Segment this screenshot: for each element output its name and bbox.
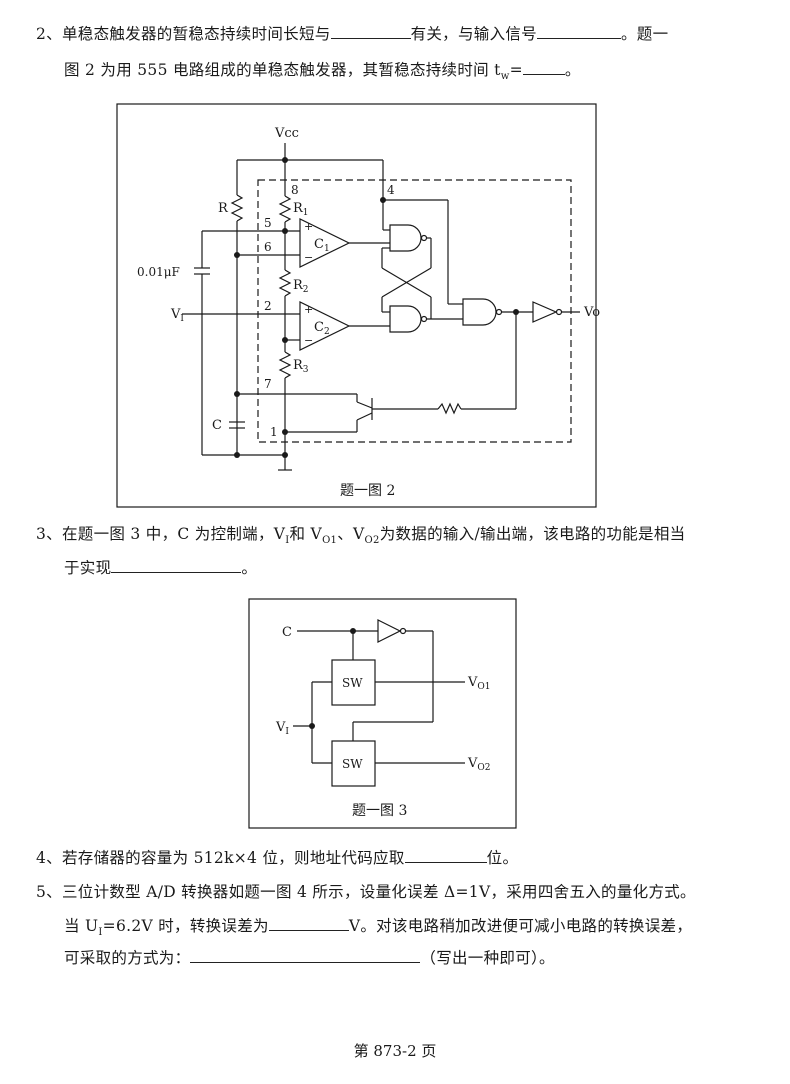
nand-gate-3 xyxy=(462,298,497,326)
label-plus: + xyxy=(304,303,313,316)
label-vi: VI xyxy=(275,720,289,737)
label-r2: R2 xyxy=(293,278,309,295)
label-c1: C1 xyxy=(314,237,330,254)
question-3-line-1: 3、在题一图 3 中，C 为控制端，VI和 VO1、VO2为数据的输入/输出端，… xyxy=(36,522,685,546)
label-sw-2: SW xyxy=(342,757,363,771)
label-c2: C2 xyxy=(314,320,330,337)
question-text: 。 xyxy=(241,559,258,577)
subscript: w xyxy=(500,71,510,83)
comparator-c2 xyxy=(299,301,351,351)
question-text: 若存储器的容量为 512k×4 位，则地址代码应取 xyxy=(61,849,405,867)
output-inverter xyxy=(532,301,558,323)
inverter xyxy=(377,619,402,643)
figure-2-555-monostable: Vcc R R1 R2 R3 0.01μF VI C Vo + − C1 + −… xyxy=(116,103,600,508)
label-minus: − xyxy=(304,251,313,264)
question-5-line-3: 可采取的方式为： （写出一种即可）。 xyxy=(64,946,555,968)
subscript: O2 xyxy=(364,535,380,547)
question-4: 4、若存储器的容量为 512k×4 位，则地址代码应取 位。 xyxy=(36,846,518,868)
resistor-r xyxy=(230,194,244,222)
question-5-line-2: 当 UI=6.2V 时，转换误差为 V。对该电路稍加改进便可减小电路的转换误差， xyxy=(64,914,692,938)
label-vi: VI xyxy=(170,307,184,324)
label-vo1: VO1 xyxy=(467,675,491,692)
question-text: 。题一 xyxy=(620,25,669,43)
question-text: 于实现 xyxy=(64,559,112,577)
question-2-line-1: 2、单稳态触发器的暂稳态持续时间长短与 有关，与输入信号 。题一 xyxy=(36,22,668,44)
question-number: 5、 xyxy=(36,883,62,901)
question-text: 、V xyxy=(337,525,365,543)
answer-blank[interactable] xyxy=(404,848,487,863)
question-text: 有关，与输入信号 xyxy=(410,25,537,43)
question-text: V。对该电路稍加改进便可减小电路的转换误差， xyxy=(348,917,693,935)
label-plus: + xyxy=(304,220,313,233)
figure-frame xyxy=(116,103,597,508)
nand-gate-1 xyxy=(389,224,422,252)
answer-blank[interactable] xyxy=(111,558,242,573)
question-number: 2、 xyxy=(36,25,62,43)
label-r: R xyxy=(218,201,229,216)
question-3-line-2: 于实现 。 xyxy=(64,556,257,578)
figure-frame xyxy=(248,598,517,829)
answer-blank[interactable] xyxy=(330,24,411,39)
question-text: 单稳态触发器的暂稳态持续时间长短与 xyxy=(61,25,331,43)
label-vcc: Vcc xyxy=(274,126,299,141)
question-text: 图 2 为用 555 电路组成的单稳态触发器，其暂稳态持续时间 t xyxy=(64,61,501,79)
pin-6: 6 xyxy=(264,240,272,254)
pin-4: 4 xyxy=(387,183,395,197)
subscript: I xyxy=(98,927,103,939)
label-c: C xyxy=(212,418,222,433)
resistor-r2 xyxy=(278,269,292,297)
pin-5: 5 xyxy=(264,216,272,230)
question-text: =6.2V 时，转换误差为 xyxy=(102,917,269,935)
label-minus: − xyxy=(304,334,313,347)
label-0.01uf: 0.01μF xyxy=(137,265,180,279)
question-text: 当 U xyxy=(64,917,99,935)
page-number: 第 873-2 页 xyxy=(353,1042,437,1060)
question-text: 为数据的输入/输出端，该电路的功能是相当 xyxy=(379,525,686,543)
resistor-r3 xyxy=(278,351,292,379)
comparator-c1 xyxy=(299,218,351,268)
label-r3: R3 xyxy=(293,358,309,375)
pin-7: 7 xyxy=(264,377,272,391)
question-text: 在题一图 3 中，C 为控制端，V xyxy=(61,525,286,543)
label-vo: Vo xyxy=(583,305,600,320)
label-c: C xyxy=(282,625,292,640)
label-r1: R1 xyxy=(293,201,309,218)
figure-3-switch-circuit: C VI SW SW VO1 VO2 题一图 3 xyxy=(248,598,517,829)
label-vo2: VO2 xyxy=(467,756,491,773)
resistor-r1 xyxy=(278,195,292,223)
question-text: = xyxy=(509,61,523,79)
answer-blank[interactable] xyxy=(522,60,565,75)
question-2-line-2: 图 2 为用 555 电路组成的单稳态触发器，其暂稳态持续时间 tw= 。 xyxy=(64,58,581,82)
question-text: 可采取的方式为： xyxy=(64,949,191,967)
figure-3-caption: 题一图 3 xyxy=(352,803,407,819)
figure-2-caption: 题一图 2 xyxy=(340,483,395,499)
question-text: 三位计数型 A/D 转换器如题一图 4 所示，设量化误差 Δ=1V，采用四舍五入… xyxy=(61,883,696,901)
answer-blank[interactable] xyxy=(536,24,621,39)
resistor-base xyxy=(437,402,462,415)
pin-2: 2 xyxy=(264,299,272,313)
question-text: 。 xyxy=(564,61,581,79)
subscript: O1 xyxy=(322,535,338,547)
nand-gate-2 xyxy=(389,305,422,333)
question-text: （写出一种即可）。 xyxy=(420,949,555,967)
answer-blank[interactable] xyxy=(268,916,349,931)
subscript: I xyxy=(285,535,290,547)
label-sw-1: SW xyxy=(342,676,363,690)
chip-boundary xyxy=(257,179,572,443)
question-text: 位。 xyxy=(486,849,519,867)
question-number: 4、 xyxy=(36,849,62,867)
question-text: 和 V xyxy=(289,525,323,543)
question-5-line-1: 5、三位计数型 A/D 转换器如题一图 4 所示，设量化误差 Δ=1V，采用四舍… xyxy=(36,880,696,902)
answer-blank[interactable] xyxy=(190,948,421,963)
pin-8: 8 xyxy=(291,183,299,197)
question-number: 3、 xyxy=(36,525,62,543)
pin-1: 1 xyxy=(270,425,278,439)
